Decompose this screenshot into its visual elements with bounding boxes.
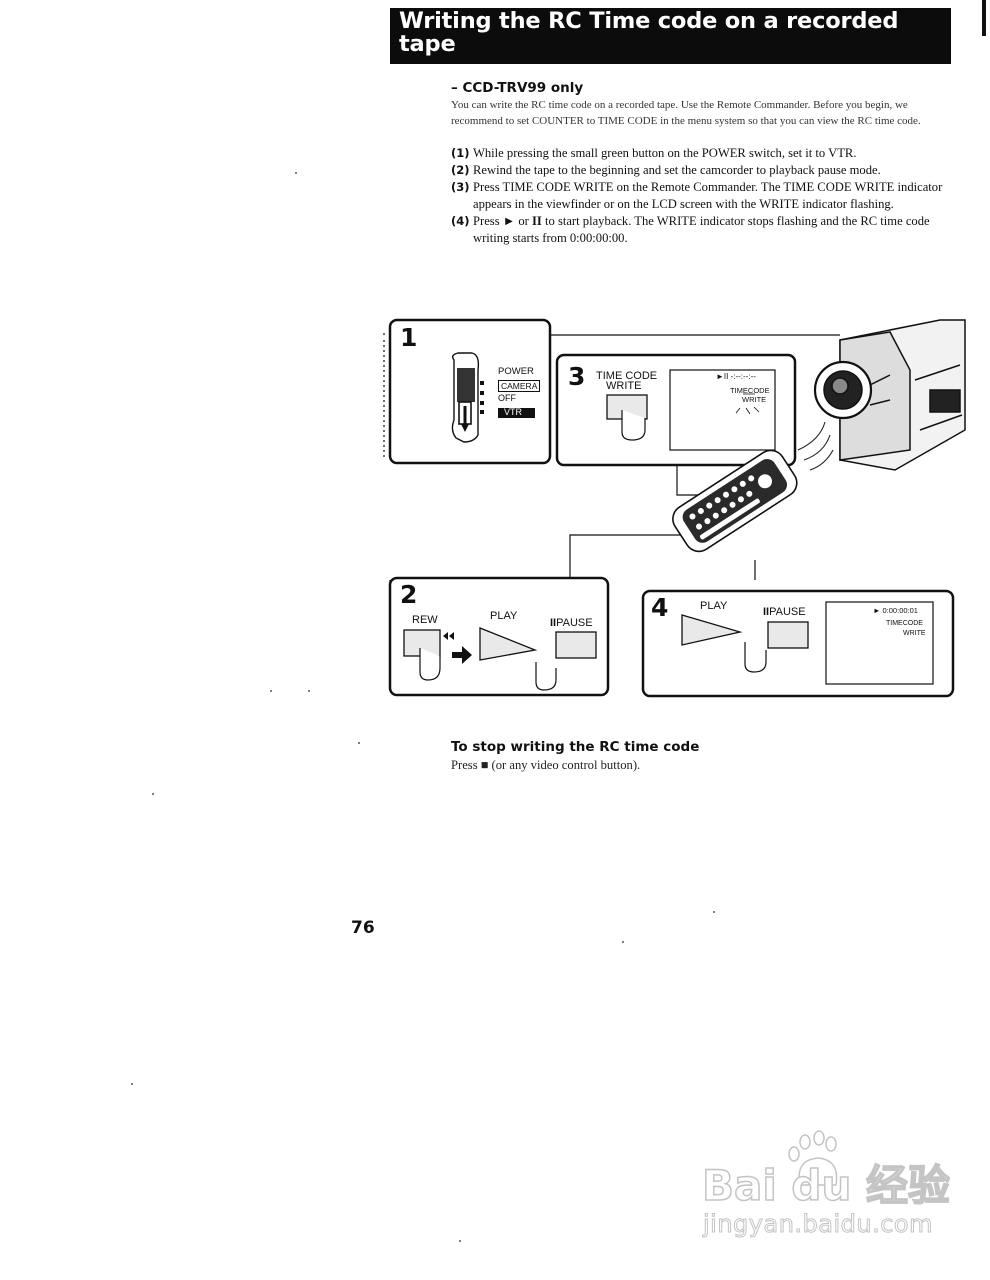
panel-2-number: 2 (400, 580, 418, 609)
baidu-watermark-logo: Bai du 经验 (701, 1130, 950, 1211)
vtr-label: VTR (504, 407, 522, 417)
step-3: (3) Press TIME CODE WRITE on the Remote … (451, 179, 956, 213)
stop-text-after: (or any video control button). (491, 758, 641, 772)
hand-icon (621, 410, 646, 441)
camcorder-icon (813, 319, 966, 471)
screen-write-flashing: WRITE (742, 395, 767, 404)
watermark-url: jingyan.baidu.com (703, 1210, 933, 1239)
rew-label: REW (412, 614, 438, 626)
step-number: (3) (451, 180, 470, 194)
rewind-glyph-icon (443, 632, 454, 640)
model-subhead: – CCD-TRV99 only (451, 80, 584, 96)
infrared-waves-icon (797, 421, 834, 471)
panel-1-number: 1 (400, 323, 418, 352)
screen-timecode: TIMECODE (886, 620, 923, 627)
scan-speck (459, 1240, 461, 1242)
scan-speck (358, 742, 360, 744)
camera-label: CAMERA (498, 380, 541, 392)
step-text: Press ► or II to start playback. The WRI… (473, 213, 956, 247)
edge-mark (982, 0, 986, 36)
scan-speck (622, 941, 624, 943)
step-text-after: to start playback. The WRITE indicator s… (473, 214, 930, 245)
instruction-figure: 1 POWER CAMERA OFF VTR 3 TIME CODE WRITE… (370, 310, 970, 705)
step-number: (2) (451, 163, 470, 177)
scan-speck (713, 911, 715, 913)
screen-status: ►II -:--:--:-- (716, 372, 756, 381)
play-label: PLAY (700, 600, 728, 612)
step-2: (2) Rewind the tape to the beginning and… (451, 162, 956, 179)
step-text-mid: or (518, 214, 529, 228)
hand-icon (744, 642, 767, 673)
pause-button (767, 621, 809, 649)
step-number: (4) (451, 214, 470, 228)
step-number: (1) (451, 146, 470, 160)
scan-speck (308, 690, 310, 692)
scan-speck (131, 1083, 133, 1085)
off-label: OFF (498, 393, 516, 403)
play-label: PLAY (490, 610, 518, 622)
play-button (681, 614, 743, 646)
panel-2-frame (388, 576, 610, 697)
stop-text-before: Press (451, 758, 478, 772)
panel-4-frame (641, 589, 955, 698)
pause-icon: II (532, 214, 542, 228)
watermark-brand: Bai du 经验 (702, 1161, 950, 1210)
pause-label: IIPAUSE (550, 617, 593, 629)
step-4: (4) Press ► or II to start playback. The… (451, 213, 956, 247)
page-number: 76 (351, 918, 375, 938)
stop-instruction: Press ■ (or any video control button). (451, 758, 640, 773)
step-text: Rewind the tape to the beginning and set… (473, 163, 881, 177)
power-switch-icon (451, 352, 484, 443)
vtr-highlight (498, 408, 535, 418)
panel-4-number: 4 (651, 593, 669, 622)
write-label: WRITE (606, 380, 642, 392)
figure-drawing (383, 318, 966, 698)
play-button (479, 627, 538, 661)
flash-lines-icon (735, 393, 760, 415)
stop-icon: ■ (480, 758, 489, 772)
step-text: While pressing the small green button on… (473, 146, 857, 160)
viewfinder-screen (669, 369, 776, 451)
scan-speck (270, 690, 272, 692)
screen-write: WRITE (903, 630, 926, 637)
step-1: (1) While pressing the small green butto… (451, 145, 956, 162)
hand-icon (535, 662, 557, 691)
stop-heading: To stop writing the RC time code (451, 739, 700, 755)
screen-timecode: TIMECODE (730, 386, 770, 395)
panel-1-frame (388, 318, 552, 465)
step-text: Press TIME CODE WRITE on the Remote Comm… (473, 180, 943, 211)
power-label: POWER (498, 366, 534, 377)
page-title: Writing the RC Time code on a recorded t… (390, 8, 951, 64)
pause-label: IIPAUSE (763, 606, 806, 618)
panel-3-frame (555, 353, 797, 467)
scan-speck (152, 793, 154, 795)
remote-commander-icon (672, 449, 798, 553)
steps-list: (1) While pressing the small green butto… (451, 145, 956, 247)
connector-line (676, 465, 705, 496)
screen-time: ► 0:00:00:01 (873, 606, 918, 615)
scan-speck (295, 172, 297, 174)
panel-3-number: 3 (568, 362, 586, 391)
lcd-screen (825, 601, 934, 685)
time-code-label: TIME CODE (596, 370, 658, 382)
connector-line (569, 534, 685, 578)
pause-button (555, 631, 597, 659)
arrow-icon (452, 646, 472, 664)
play-icon: ► (502, 214, 516, 228)
step-text-before: Press (473, 214, 500, 228)
intro-paragraph: You can write the RC time code on a reco… (451, 99, 921, 127)
hand-icon (419, 648, 441, 681)
